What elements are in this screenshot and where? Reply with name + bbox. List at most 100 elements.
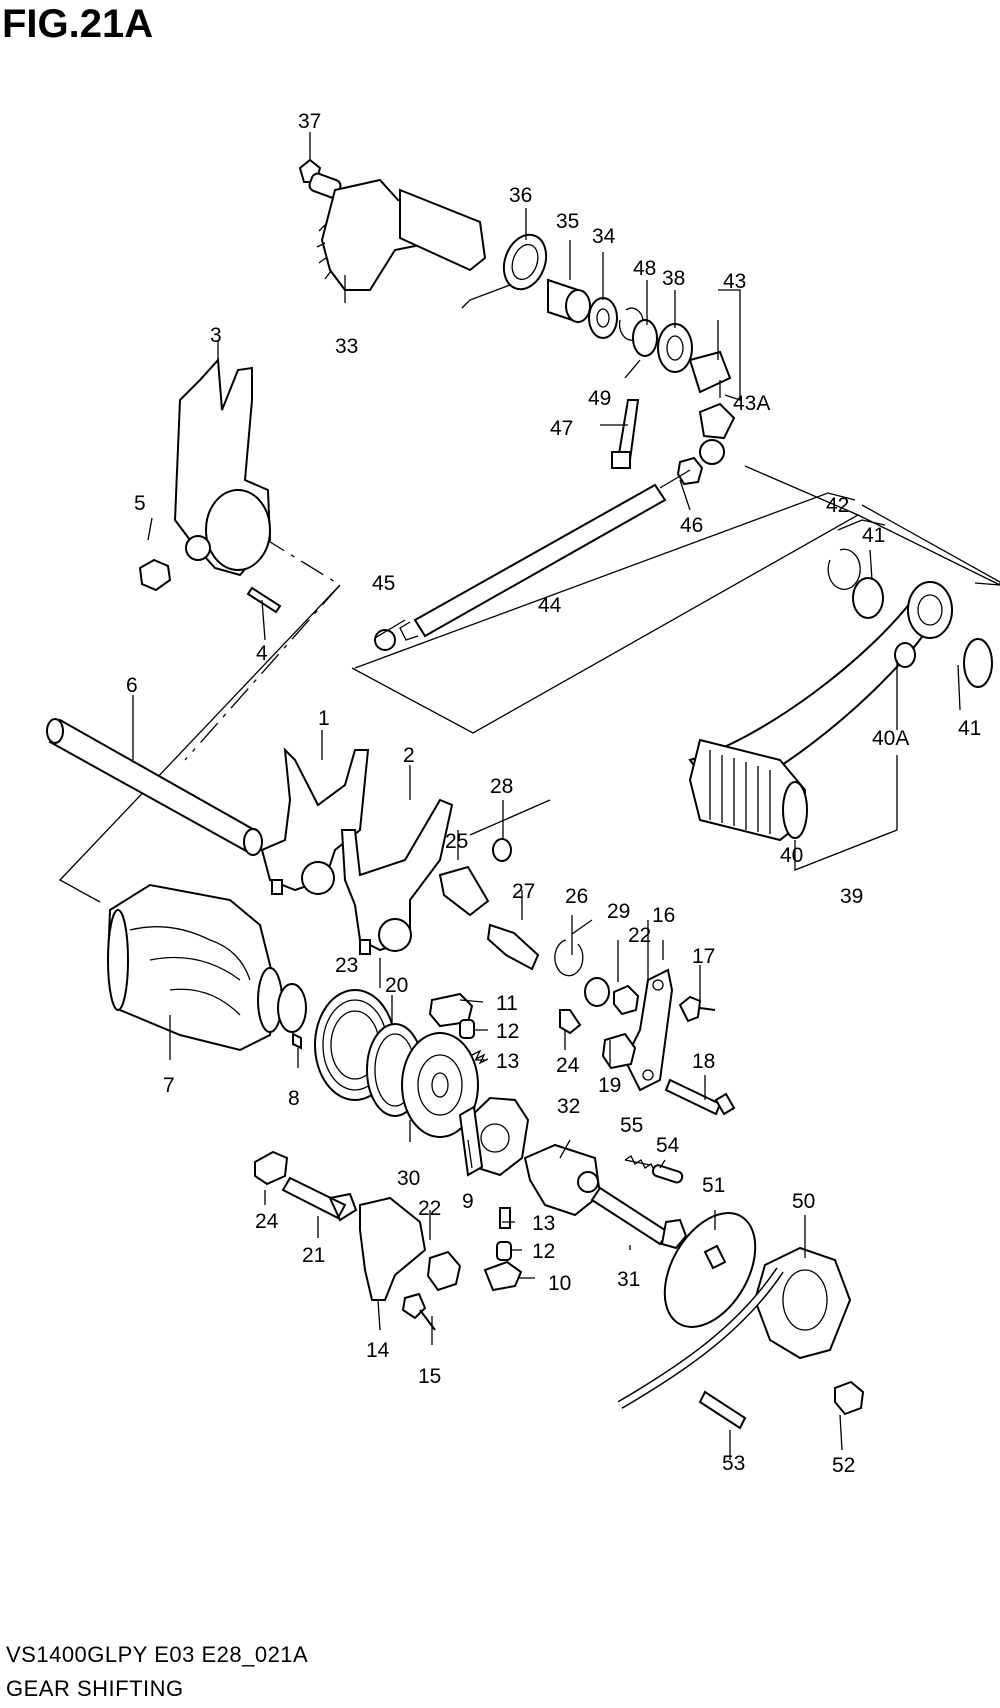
shift-rod (374, 469, 691, 651)
callout-52: 52 (832, 1454, 855, 1477)
callout-45: 45 (372, 572, 395, 595)
collar-19 (601, 1032, 637, 1070)
cover-50 (753, 1246, 852, 1360)
callout-9: 9 (462, 1190, 474, 1213)
callout-35: 35 (556, 210, 579, 233)
callout-7: 7 (163, 1074, 175, 1097)
washer-24 (559, 1009, 582, 1035)
callout-33: 33 (335, 335, 358, 358)
callout-43: 43 (723, 270, 746, 293)
nut-22 (613, 984, 640, 1016)
callout-36: 36 (509, 184, 532, 207)
callout-25: 25 (445, 830, 468, 853)
callout-4: 4 (256, 642, 268, 665)
callout-46: 46 (680, 514, 703, 537)
callout-48: 48 (633, 257, 656, 280)
spring-13b (499, 1207, 511, 1229)
callout-23: 23 (335, 954, 358, 977)
pin-54 (651, 1164, 684, 1184)
stud-53 (698, 1390, 747, 1430)
callout-41: 41 (862, 524, 885, 547)
callout-40A: 40A (872, 727, 909, 750)
figure-title: FIG.21A (2, 2, 154, 46)
callout-42: 42 (826, 494, 849, 517)
callout-10: 10 (548, 1272, 571, 1295)
shift-lever-assembly (688, 548, 993, 842)
callout-3: 3 (210, 324, 222, 347)
callout-29: 29 (607, 900, 630, 923)
callout-11: 11 (496, 992, 518, 1015)
callout-30: 30 (397, 1167, 420, 1190)
callout-31: 31 (617, 1268, 640, 1291)
callout-28: 28 (490, 775, 513, 798)
callout-47: 47 (550, 417, 573, 440)
lever-25 (438, 865, 490, 917)
fork-shaft (46, 718, 263, 856)
callout-6: 6 (126, 674, 138, 697)
bolt-17 (678, 995, 716, 1023)
callout-39: 39 (840, 885, 863, 908)
spring-26 (554, 919, 593, 977)
callout-50: 50 (792, 1190, 815, 1213)
bolt-27 (486, 923, 540, 971)
callout-43A: 43A (733, 392, 770, 415)
pin-12b (496, 1241, 512, 1261)
gear-9 (458, 1096, 530, 1177)
plate-16 (623, 968, 674, 1092)
shift-fork-1 (260, 747, 370, 895)
pin-12 (459, 1019, 475, 1039)
callout-12b: 12 (532, 1240, 555, 1263)
wire-harness (617, 1244, 784, 1409)
callout-26: 26 (565, 885, 588, 908)
oring-51 (663, 1212, 757, 1328)
callout-21: 21 (302, 1244, 325, 1267)
callout-54: 54 (656, 1134, 680, 1157)
callout-18: 18 (692, 1050, 715, 1073)
callout-20: 20 (385, 974, 408, 997)
callout-51: 51 (702, 1174, 725, 1197)
callout-55: 55 (620, 1114, 643, 1137)
stud-21 (281, 1176, 358, 1222)
spring-55 (624, 1155, 656, 1173)
cam-30 (401, 1032, 479, 1138)
nut-52 (834, 1380, 865, 1416)
footer: VS1400GLPY E03 E28_021A GEAR SHIFTING (6, 1638, 308, 1706)
callout-14: 14 (366, 1339, 390, 1362)
shift-fork-2 (340, 798, 454, 955)
shift-drum (106, 883, 307, 1052)
washer-24b (254, 1150, 289, 1186)
lever-32 (523, 1143, 602, 1217)
callout-53: 53 (722, 1452, 745, 1475)
callout-2: 2 (403, 744, 415, 767)
callout-22: 22 (628, 924, 651, 947)
callout-labels: 1 2 3 4 5 6 7 8 9 10 11 12 12 13 13 14 1… (126, 110, 981, 1477)
roller-10 (483, 1260, 523, 1292)
callout-32: 32 (557, 1095, 580, 1118)
callout-13b: 13 (532, 1212, 555, 1235)
callout-22b: 22 (418, 1197, 441, 1220)
callout-40: 40 (780, 844, 803, 867)
callout-17: 17 (692, 945, 715, 968)
bolt-15 (401, 1292, 436, 1331)
shift-fork-3 (138, 357, 282, 614)
callout-44: 44 (538, 594, 562, 617)
model-code: VS1400GLPY E03 E28_021A (6, 1642, 309, 1667)
nut-22b (426, 1250, 462, 1292)
callout-37: 37 (298, 110, 321, 133)
callout-5: 5 (134, 492, 146, 515)
bolt-18 (664, 1078, 722, 1116)
spring-13 (471, 1049, 489, 1065)
callout-19: 19 (598, 1074, 621, 1097)
callout-41b: 41 (958, 717, 981, 740)
section-name: GEAR SHIFTING (6, 1676, 184, 1701)
callout-38: 38 (662, 267, 685, 290)
callout-16: 16 (652, 904, 675, 927)
callout-27: 27 (512, 880, 535, 903)
callout-24: 24 (556, 1054, 580, 1077)
callout-49: 49 (588, 387, 611, 410)
callout-1: 1 (318, 707, 330, 730)
callout-15: 15 (418, 1365, 441, 1388)
callout-12: 12 (496, 1020, 519, 1043)
callout-34: 34 (592, 225, 616, 248)
